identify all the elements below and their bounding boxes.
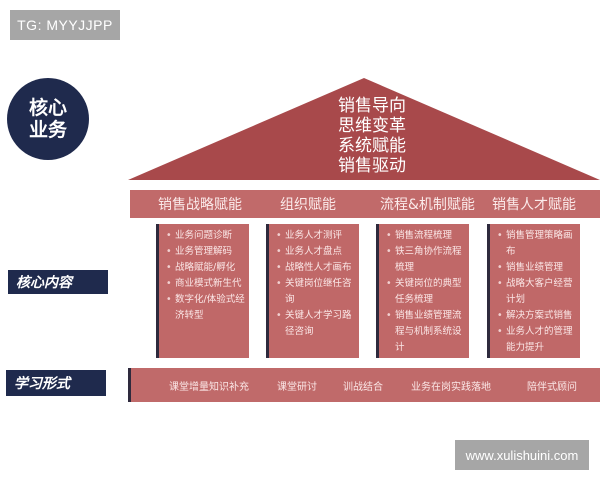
list-item: 业务人才测评 xyxy=(276,228,355,244)
pillar-title-sales-strategy: 销售战略赋能 xyxy=(158,197,242,213)
list-item: 业务问题诊断 xyxy=(166,228,245,244)
pillar-title-sales-talent: 销售人才赋能 xyxy=(492,197,576,213)
learning-form-item: 课堂研讨 xyxy=(277,382,317,393)
watermark-bottom: www.xulishuini.com xyxy=(455,440,589,470)
pillar-title-process: 流程&机制赋能 xyxy=(380,197,475,213)
list-item: 战略赋能/孵化 xyxy=(166,260,245,276)
list-item: 业务人才的管理能力提升 xyxy=(497,324,576,356)
core-business-line1: 核心 xyxy=(28,97,67,119)
core-business-line2: 业务 xyxy=(28,119,67,141)
pillar-column-sales-strategy: 业务问题诊断 业务管理解码 战略赋能/孵化 商业模式新生代 数字化/体验式经济转… xyxy=(156,224,249,358)
roof-line: 销售驱动 xyxy=(338,156,406,176)
list-item: 数字化/体验式经济转型 xyxy=(166,292,245,324)
list-item: 关键人才学习路径咨询 xyxy=(276,308,355,340)
learning-forms-label: 学习形式 xyxy=(6,370,106,396)
pillar-column-sales-talent: 销售管理策略画布 销售业绩管理 战略大客户经营计划 解决方案式销售 业务人才的管… xyxy=(487,224,580,358)
list-item: 战略大客户经营计划 xyxy=(497,276,576,308)
list-item: 业务人才盘点 xyxy=(276,244,355,260)
list-item: 战略性人才画布 xyxy=(276,260,355,276)
list-item: 销售流程梳理 xyxy=(386,228,465,244)
list-item: 销售管理策略画布 xyxy=(497,228,576,260)
core-business-badge: 核心 业务 xyxy=(7,78,89,160)
learning-form-item: 训战结合 xyxy=(343,382,383,393)
pillar-title-organization: 组织赋能 xyxy=(280,197,336,213)
roof-triangle: 销售导向 思维变革 系统赋能 销售驱动 xyxy=(128,70,600,182)
pillar-column-organization: 业务人才测评 业务人才盘点 战略性人才画布 关键岗位继任咨询 关键人才学习路径咨… xyxy=(266,224,359,358)
list-item: 解决方案式销售 xyxy=(497,308,576,324)
core-content-label: 核心内容 xyxy=(8,270,108,294)
roof-shape xyxy=(128,78,600,180)
roof-line: 销售导向 xyxy=(338,96,406,116)
learning-form-item: 业务在岗实践落地 xyxy=(411,382,491,393)
list-item: 销售业绩管理流程与机制系统设计 xyxy=(386,308,465,356)
list-item: 销售业绩管理 xyxy=(497,260,576,276)
roof-line: 系统赋能 xyxy=(338,136,406,156)
learning-forms-bar: 课堂增量知识补充 课堂研讨 训战结合 业务在岗实践落地 陪伴式顾问 xyxy=(128,368,600,402)
list-item: 业务管理解码 xyxy=(166,244,245,260)
list-item: 关键岗位继任咨询 xyxy=(276,276,355,308)
roof-line: 思维变革 xyxy=(338,116,406,136)
list-item: 铁三角协作流程梳理 xyxy=(386,244,465,276)
list-item: 商业模式新生代 xyxy=(166,276,245,292)
learning-form-item: 陪伴式顾问 xyxy=(527,382,577,393)
watermark-top: TG: MYYJJPP xyxy=(10,10,120,40)
list-item: 关键岗位的典型任务梳理 xyxy=(386,276,465,308)
roof-text: 销售导向 思维变革 系统赋能 销售驱动 xyxy=(338,96,448,176)
pillar-header-bar: 销售战略赋能 组织赋能 流程&机制赋能 销售人才赋能 xyxy=(130,190,600,218)
pillar-column-process: 销售流程梳理 铁三角协作流程梳理 关键岗位的典型任务梳理 销售业绩管理流程与机制… xyxy=(376,224,469,358)
learning-form-item: 课堂增量知识补充 xyxy=(169,382,249,393)
